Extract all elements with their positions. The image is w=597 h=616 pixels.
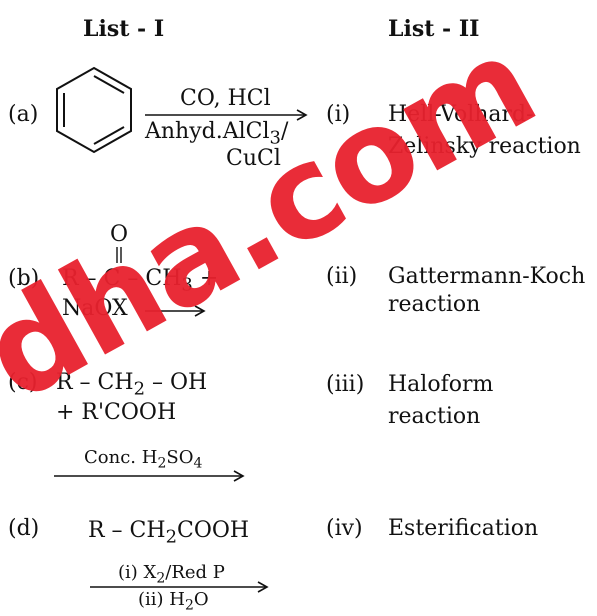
benzene-ring-icon [56,66,132,154]
list-i-header: List - I [83,16,165,42]
list2-item-i-line1: Hell-Volhard- [388,102,534,127]
arrow-a-icon [145,109,308,121]
list2-item-ii-num: (ii) [326,264,358,289]
list2-item-iii-line1: Haloform [388,372,494,397]
item-b-carbonyl-o: O [110,222,129,247]
item-c-reagent: Conc. H2SO4 [84,447,203,472]
arrow-b-icon [145,305,206,317]
list2-item-i-num: (i) [326,102,351,127]
list2-item-iv-line1: Esterification [388,516,539,541]
item-c-label: (c) [8,370,38,395]
list2-item-iv-num: (iv) [326,516,363,541]
list-ii-header: List - II [388,16,480,42]
item-a-reagent-top: CO, HCl [180,86,271,111]
double-bond-icon [116,247,122,263]
item-b-line1: R – C – CH3 + [62,266,219,296]
item-b-line2: NaOX [62,296,128,321]
item-d-reagent-top: (i) X2/Red P [118,562,225,587]
arrow-d-icon [90,581,269,593]
list2-item-ii-line1: Gattermann-Koch [388,264,586,289]
item-a-reagent-bottom-2: CuCl [226,146,281,171]
list2-item-iii-num: (iii) [326,372,365,397]
item-b-label: (b) [8,266,40,291]
item-a-label: (a) [8,102,39,127]
list2-item-ii-line2: reaction [388,292,481,317]
list2-item-i-line2: Zelinsky reaction [388,134,581,159]
arrow-c-icon [54,470,245,482]
item-c-line1: R – CH2 – OH [56,370,208,400]
item-a-reagent-bottom-1: Anhyd.AlCl3/ [145,119,289,149]
item-d-formula: R – CH2COOH [88,518,250,548]
item-c-line2: + R'COOH [56,400,177,425]
item-d-reagent-bottom: (ii) H2O [138,589,209,614]
list2-item-iii-line2: reaction [388,404,481,429]
item-d-label: (d) [8,516,40,541]
